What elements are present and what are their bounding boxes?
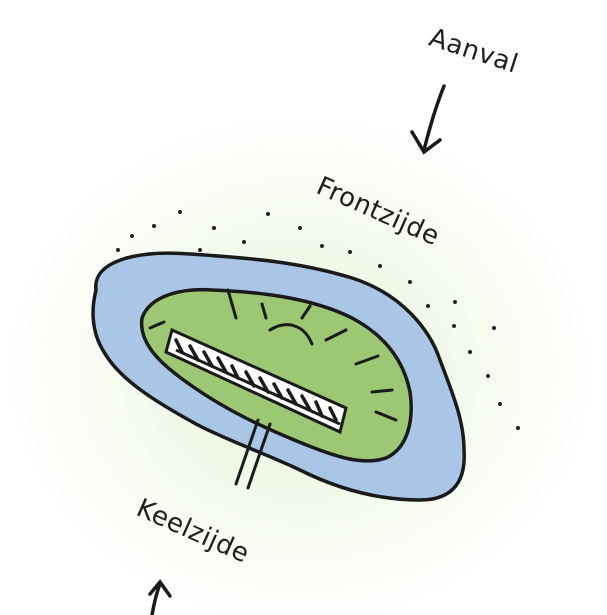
arrow-down-icon [412, 86, 444, 152]
arrow-up-icon [150, 582, 170, 615]
